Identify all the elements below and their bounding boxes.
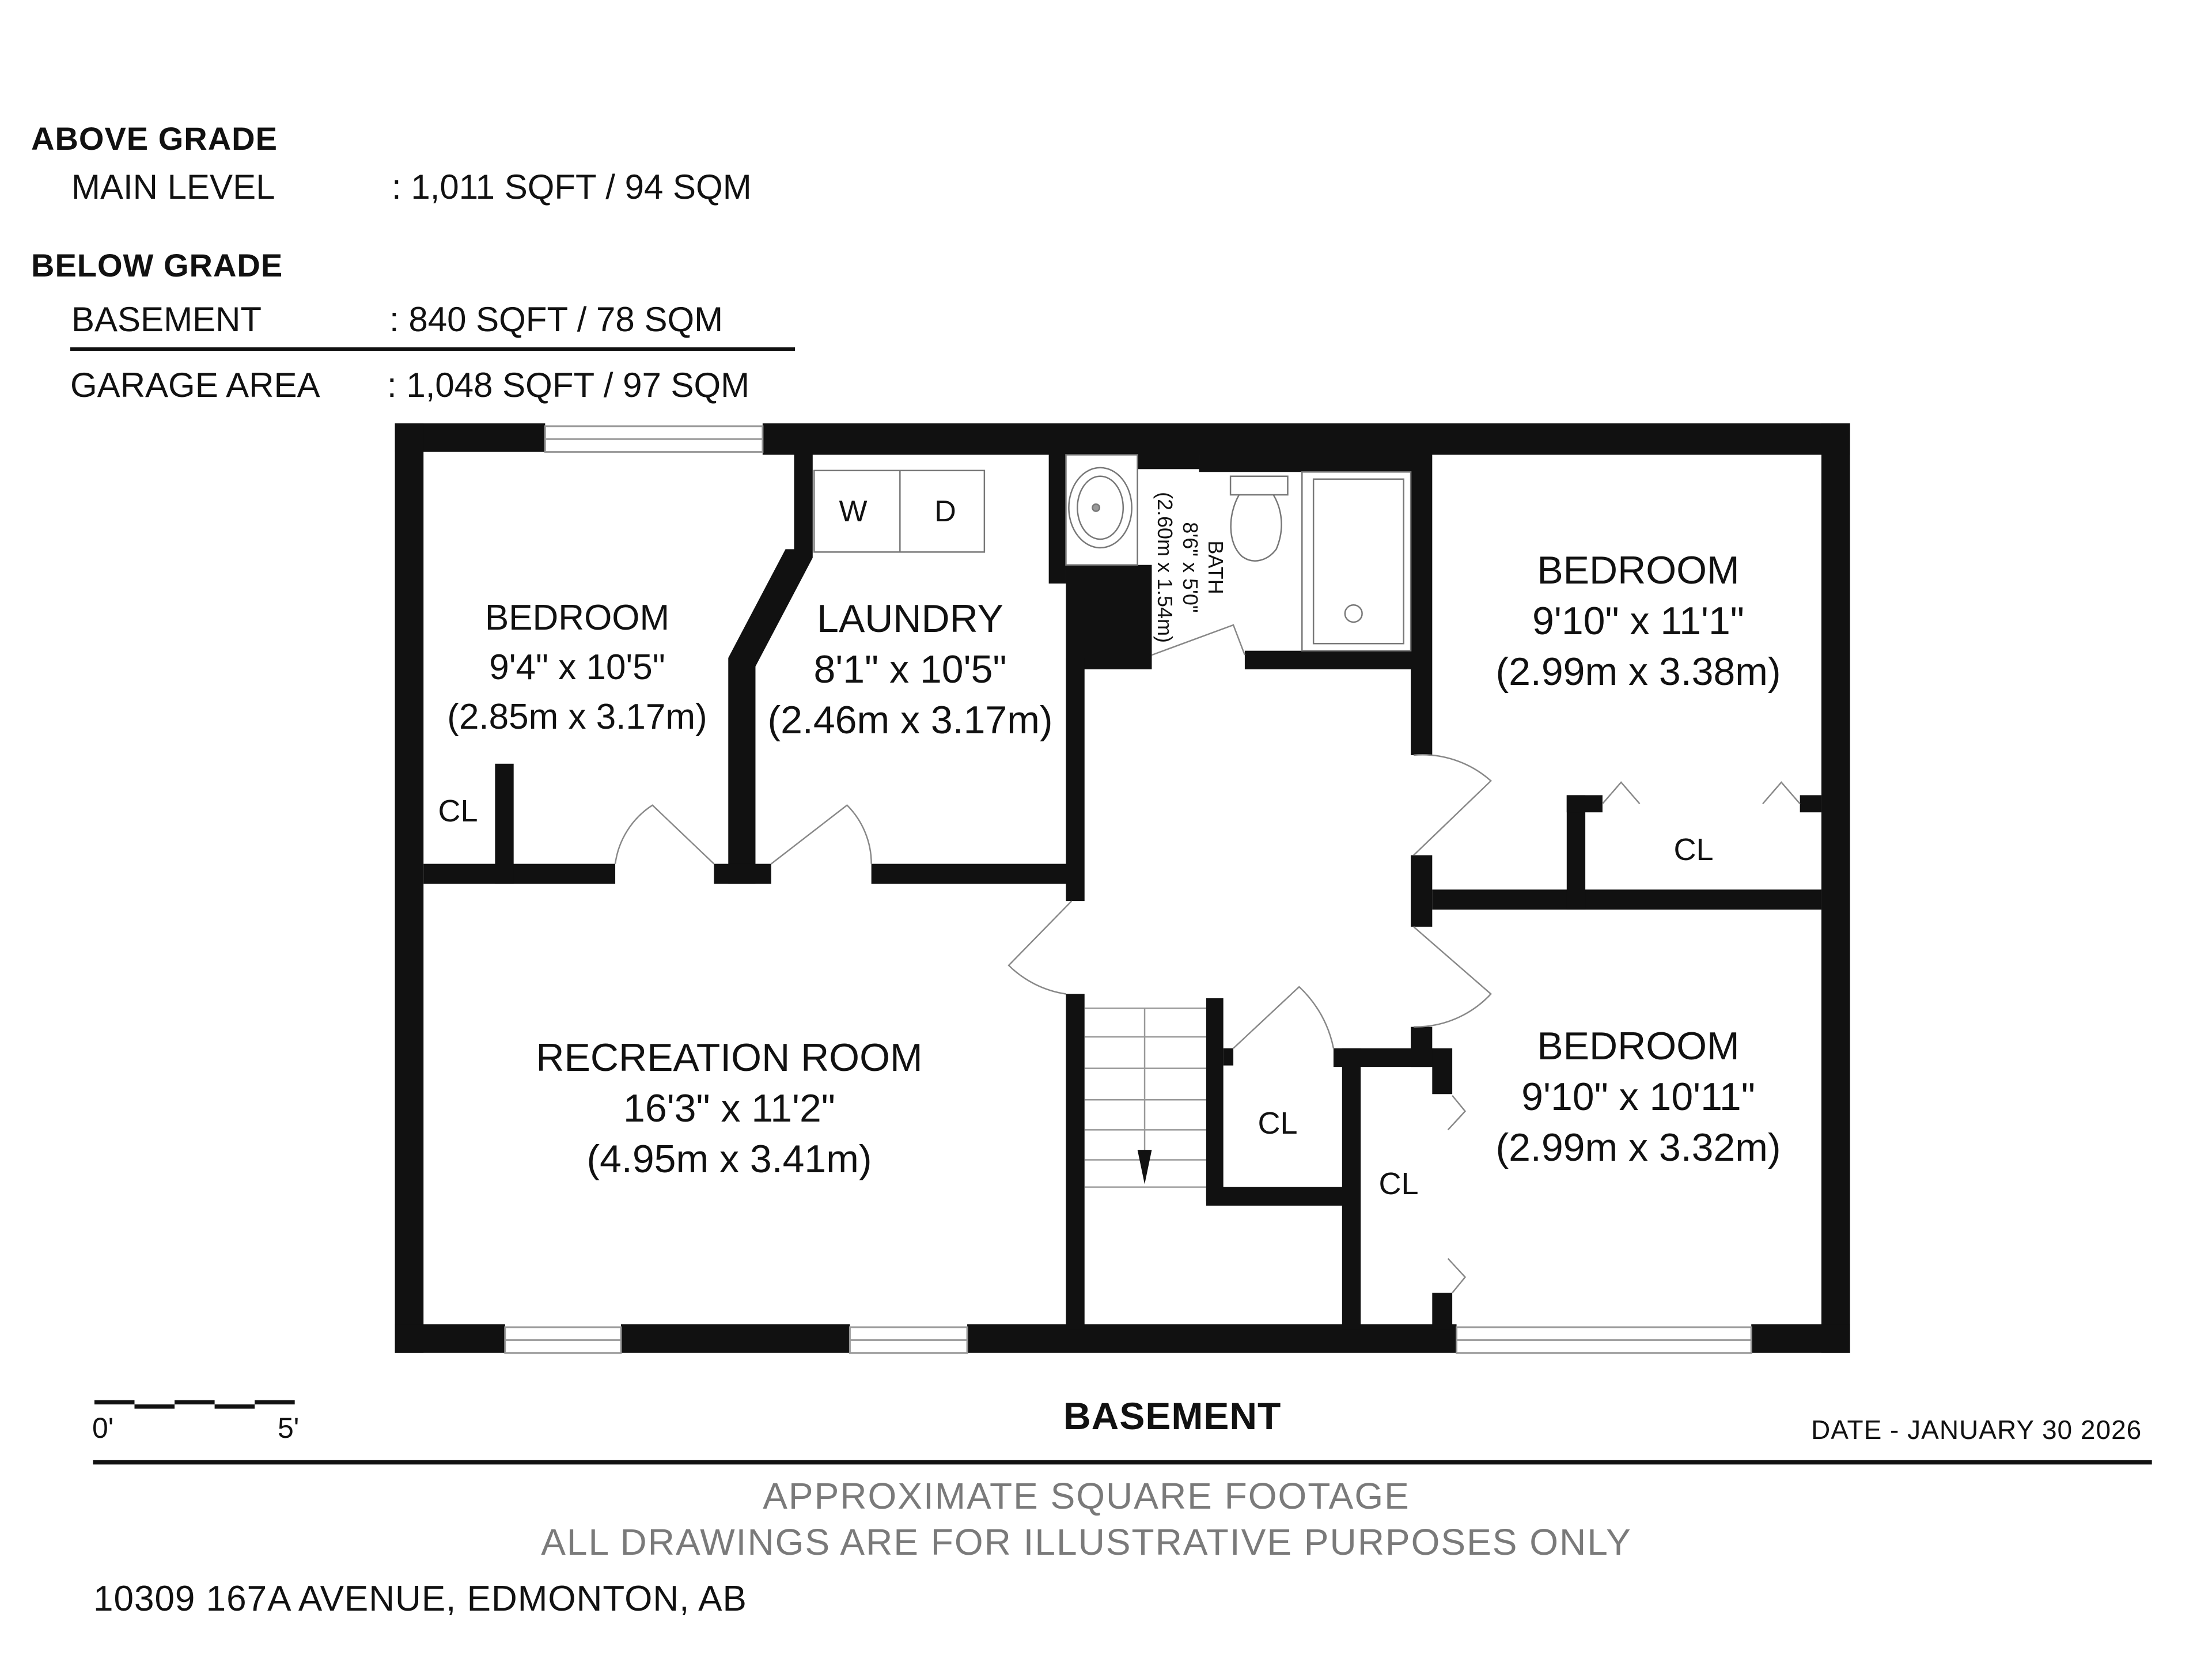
door-swings — [614, 624, 1801, 1294]
main-level-label: MAIN LEVEL — [71, 168, 275, 206]
room-recreation: RECREATION ROOM 16'3" x 11'2" (4.95m x 3… — [536, 1032, 922, 1184]
closet-label: CL — [1378, 1166, 1419, 1201]
dryer-label: D — [934, 495, 956, 528]
scale-end-label: 5' — [278, 1412, 300, 1444]
disclaimer-line-1: APPROXIMATE SQUARE FOOTAGE — [763, 1475, 1410, 1517]
room-name: BEDROOM — [1537, 1024, 1740, 1068]
closet-label: CL — [1257, 1106, 1298, 1141]
room-laundry: LAUNDRY 8'1" x 10'5" (2.46m x 3.17m) — [767, 593, 1052, 745]
room-metric: (2.46m x 3.17m) — [767, 698, 1053, 742]
disclaimer-line-2: ALL DRAWINGS ARE FOR ILLUSTRATIVE PURPOS… — [541, 1521, 1632, 1563]
room-imperial: 9'10" x 10'11" — [1521, 1075, 1755, 1119]
room-imperial: 16'3" x 11'2" — [623, 1086, 835, 1130]
basement-label: BASEMENT — [71, 300, 262, 339]
room-name: BATH — [1204, 540, 1228, 594]
closet-label: CL — [1673, 832, 1714, 867]
room-name: LAUNDRY — [817, 597, 1003, 641]
room-bedroom-top-right: BEDROOM 9'10" x 11'1" (2.99m x 3.38m) — [1495, 545, 1781, 697]
main-level-value: : 1,011 SQFT / 94 SQM — [392, 168, 752, 206]
toilet-icon — [1230, 494, 1282, 562]
above-grade-heading: ABOVE GRADE — [31, 120, 278, 157]
floor-title: BASEMENT — [1063, 1395, 1282, 1437]
room-name: BEDROOM — [1537, 548, 1740, 592]
room-name: BEDROOM — [484, 598, 670, 638]
garage-area-value: : 1,048 SQFT / 97 SQM — [387, 366, 750, 404]
room-bedroom-left: BEDROOM 9'4" x 10'5" (2.85m x 3.17m) — [447, 593, 707, 742]
toilet-tank — [1229, 475, 1289, 496]
room-name: RECREATION ROOM — [536, 1036, 923, 1080]
windows — [504, 425, 1752, 1354]
bathtub-icon — [1301, 471, 1412, 652]
room-metric: (2.85m x 3.17m) — [447, 697, 707, 737]
scale-bar — [94, 1400, 295, 1409]
walls — [395, 423, 1850, 1353]
stair-down-arrow-icon — [1137, 1150, 1152, 1184]
washer-label: W — [839, 495, 868, 528]
room-imperial: 9'10" x 11'1" — [1532, 599, 1744, 643]
room-bath: BATH 8'6" x 5'0" (2.60m x 1.54m) — [1152, 492, 1228, 643]
room-imperial: 9'4" x 10'5" — [489, 647, 665, 687]
sink-icon — [1068, 467, 1132, 549]
plan-date: DATE - JANUARY 30 2026 — [1811, 1415, 2142, 1445]
fixtures — [813, 454, 1412, 1188]
footer-divider — [93, 1460, 2152, 1465]
staircase — [1084, 1007, 1206, 1188]
basement-value: : 840 SQFT / 78 SQM — [389, 300, 724, 339]
room-bedroom-bottom-right: BEDROOM 9'10" x 10'11" (2.99m x 3.32m) — [1495, 1021, 1781, 1173]
room-imperial: 8'1" x 10'5" — [813, 647, 1007, 691]
closet-label: CL — [438, 794, 478, 828]
room-metric: (2.99m x 3.38m) — [1495, 650, 1781, 694]
scale-start-label: 0' — [92, 1412, 114, 1444]
room-metric: (2.60m x 1.54m) — [1153, 491, 1177, 643]
summary-divider — [70, 347, 795, 351]
property-address: 10309 167A AVENUE, EDMONTON, AB — [93, 1579, 747, 1619]
room-imperial: 8'6" x 5'0" — [1179, 522, 1202, 613]
room-metric: (4.95m x 3.41m) — [586, 1137, 872, 1181]
garage-area-label: GARAGE AREA — [70, 366, 320, 404]
below-grade-heading: BELOW GRADE — [31, 247, 283, 283]
room-metric: (2.99m x 3.32m) — [1495, 1126, 1781, 1169]
